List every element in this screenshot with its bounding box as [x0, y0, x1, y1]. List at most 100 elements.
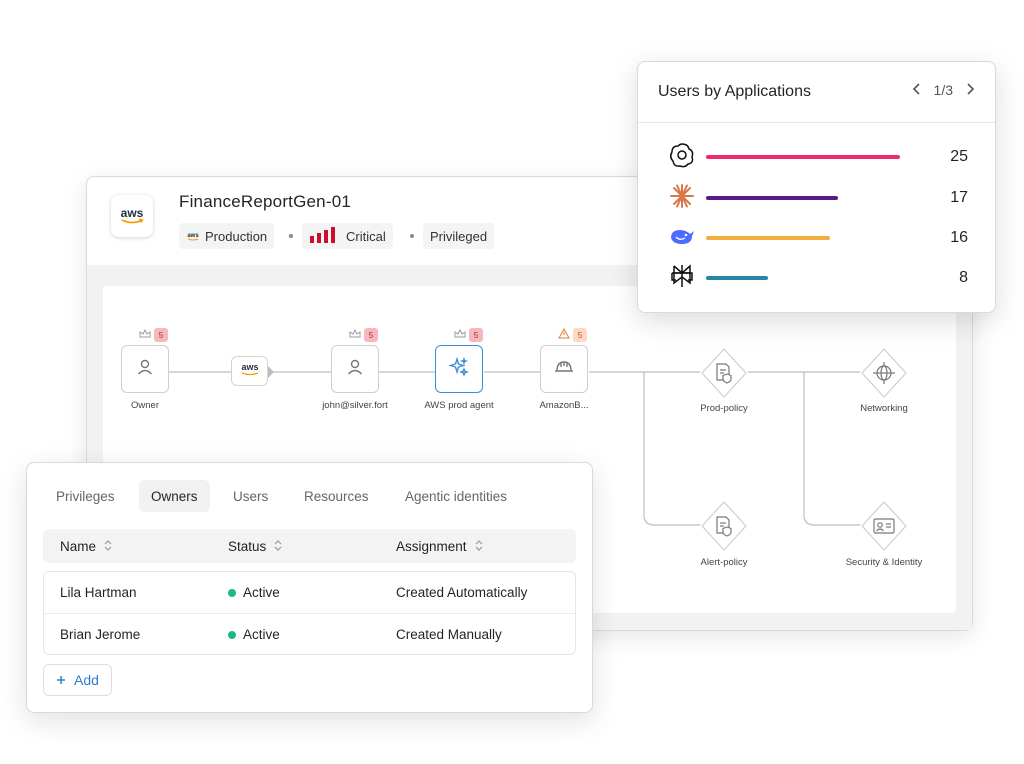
table-header: Name Status Assignment — [43, 529, 576, 563]
app-row: 17 — [668, 183, 968, 213]
sparkle-icon — [448, 356, 470, 383]
john-node[interactable] — [331, 345, 379, 393]
owner-badges: 5 — [139, 326, 168, 344]
john-badges: 5 — [349, 326, 378, 344]
privileged-label: Privileged — [430, 228, 488, 244]
severity-bars-icon — [309, 226, 341, 246]
network-globe-icon — [873, 362, 895, 384]
risk-count-badge: 5 — [573, 328, 587, 342]
cell-status: Active — [228, 572, 280, 613]
agent-node[interactable] — [435, 345, 483, 393]
networking-node[interactable] — [858, 347, 910, 399]
cell-status: Active — [228, 614, 280, 655]
add-label: Add — [74, 672, 99, 688]
svg-text:aws: aws — [241, 362, 258, 372]
crown-icon — [349, 326, 361, 344]
crown-icon — [139, 326, 151, 344]
separator-dot — [289, 234, 293, 238]
aws-mini-icon: aws — [186, 229, 200, 244]
aws-logo: aws — [111, 195, 153, 237]
status-active-dot — [228, 630, 236, 639]
status-label: Active — [243, 585, 280, 600]
cell-name: Brian Jerome — [60, 627, 141, 642]
risk-count-badge: 5 — [364, 328, 378, 342]
app-row: 16 — [668, 223, 968, 253]
user-icon — [135, 357, 155, 382]
prod-policy-node[interactable] — [698, 347, 750, 399]
status-label: Active — [243, 627, 280, 642]
users-by-applications-panel: Users by Applications 1/3 25 17 16 8 — [637, 61, 996, 313]
add-owner-button[interactable]: Add — [43, 664, 112, 696]
severity-label: Critical — [346, 228, 386, 244]
claude-icon — [668, 182, 696, 215]
app-bar — [706, 196, 838, 200]
status-active-dot — [228, 588, 236, 597]
tab-agentic-identities[interactable]: Agentic identities — [405, 488, 508, 504]
user-icon — [345, 357, 365, 382]
column-label: Assignment — [396, 538, 467, 554]
cell-assignment: Created Manually — [396, 627, 502, 642]
environment-chip: aws Production — [179, 223, 275, 249]
policy-doc-icon — [716, 363, 732, 384]
column-label: Name — [60, 538, 97, 554]
tab-users[interactable]: Users — [233, 488, 269, 504]
amazon-node-label: AmazonB... — [539, 400, 589, 411]
plus-icon — [56, 672, 66, 688]
row-divider — [44, 613, 575, 614]
alert-policy-node[interactable] — [698, 500, 750, 552]
chevron-right-icon[interactable] — [965, 82, 975, 98]
app-row: 25 — [668, 142, 968, 172]
column-label: Status — [228, 538, 267, 554]
warning-icon — [558, 326, 570, 344]
chevron-left-icon[interactable] — [912, 82, 922, 98]
risk-count-badge: 5 — [154, 328, 168, 342]
panel-title: Users by Applications — [658, 83, 811, 100]
separator-dot — [410, 234, 414, 238]
page-indicator: 1/3 — [933, 82, 953, 98]
sort-icon[interactable] — [475, 539, 483, 554]
column-header-name[interactable]: Name — [60, 529, 112, 563]
amazon-node[interactable] — [540, 345, 588, 393]
owner-node[interactable] — [121, 345, 169, 393]
resource-title: FinanceReportGen-01 — [179, 192, 352, 211]
security-identity-label: Security & Identity — [845, 557, 923, 568]
svg-text:aws: aws — [121, 206, 144, 220]
networking-label: Networking — [860, 403, 908, 414]
john-node-label: john@silver.fort — [322, 400, 388, 411]
app-bar — [706, 236, 830, 240]
app-row: 8 — [668, 263, 968, 293]
app-count: 8 — [959, 269, 968, 286]
policy-doc-icon — [716, 516, 732, 537]
amazon-badges: 5 — [558, 326, 587, 344]
openai-icon — [668, 141, 696, 174]
security-identity-node[interactable] — [858, 500, 910, 552]
tab-privileges[interactable]: Privileges — [56, 488, 115, 504]
tab-resources[interactable]: Resources — [304, 488, 369, 504]
column-header-assignment[interactable]: Assignment — [396, 529, 483, 563]
table-row[interactable]: Lila Hartman Active Created Automaticall… — [44, 572, 575, 613]
table-body: Lila Hartman Active Created Automaticall… — [43, 571, 576, 655]
environment-label: Production — [205, 228, 268, 244]
tab-owners[interactable]: Owners — [139, 480, 210, 512]
aws-logo: aws — [238, 361, 262, 382]
sort-icon[interactable] — [104, 539, 112, 554]
app-count: 16 — [950, 229, 968, 246]
column-header-status[interactable]: Status — [228, 529, 282, 563]
risk-count-badge: 5 — [469, 328, 483, 342]
prod-policy-label: Prod-policy — [700, 403, 748, 414]
aws-node[interactable]: aws — [231, 356, 268, 386]
severity-chip: Critical — [302, 223, 393, 249]
agent-badges: 5 — [454, 326, 483, 344]
pager: 1/3 — [912, 82, 975, 98]
perplexity-icon — [668, 262, 696, 295]
svg-text:aws: aws — [187, 233, 199, 239]
hard-hat-icon — [553, 357, 575, 382]
cell-name: Lila Hartman — [60, 585, 137, 600]
agent-node-label: AWS prod agent — [424, 400, 494, 411]
deepseek-icon — [668, 222, 696, 255]
sort-icon[interactable] — [274, 539, 282, 554]
owner-node-label: Owner — [131, 400, 159, 411]
id-card-icon — [873, 518, 895, 534]
table-row[interactable]: Brian Jerome Active Created Manually — [44, 614, 575, 655]
app-count: 25 — [950, 148, 968, 165]
